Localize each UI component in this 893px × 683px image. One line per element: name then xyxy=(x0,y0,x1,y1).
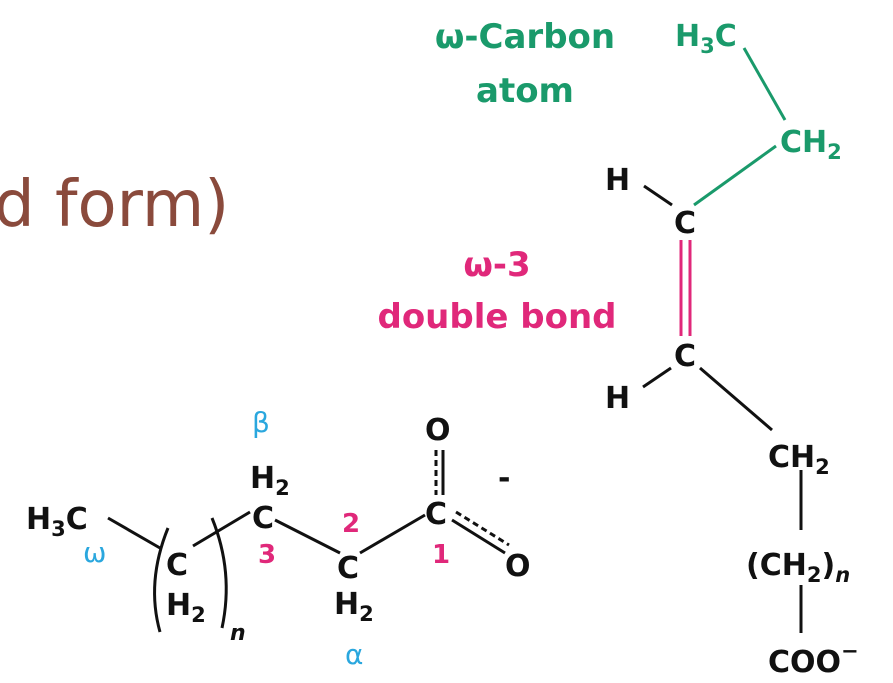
h-bottom: H xyxy=(605,381,630,416)
repeat-carbon: C xyxy=(166,548,188,583)
double-bond-label-line2: double bond xyxy=(377,297,616,337)
carbon-1: C xyxy=(425,497,447,532)
bond-c2-c1 xyxy=(359,513,426,555)
carbon-2: C xyxy=(337,551,359,586)
bond-h-top xyxy=(643,184,673,207)
bond-c-bottom-ch2 xyxy=(699,366,773,432)
oxygen-right: O xyxy=(505,549,531,584)
omega-carbon-label-line2: atom xyxy=(476,71,574,111)
c2-h2: H2 xyxy=(334,587,374,626)
methylene-group: CH2 xyxy=(780,125,842,164)
bond-methyl-repeat xyxy=(107,516,161,550)
bond-c1-o-right xyxy=(451,518,506,555)
double-bond-label-line1: ω-3 xyxy=(463,245,530,285)
repeat-h2: H2 xyxy=(166,588,206,627)
alpha-symbol: α xyxy=(345,638,363,671)
bond-c1-o-right-dashed xyxy=(455,510,510,547)
bond-repeat-c3 xyxy=(192,510,251,548)
bond-h-bottom xyxy=(642,366,672,389)
c-top: C xyxy=(674,206,696,241)
beta-symbol: β xyxy=(252,406,270,439)
carboxylate-group: COO− xyxy=(768,639,859,680)
repeat-n: n xyxy=(230,621,246,646)
omega-symbol: ω xyxy=(83,536,106,569)
carbon-2-number: 2 xyxy=(342,509,360,539)
negative-charge: - xyxy=(498,461,510,496)
c-bottom: C xyxy=(674,339,696,374)
carbon-3: C xyxy=(252,501,274,536)
c3-h2: H2 xyxy=(250,461,290,500)
methyl-group: H3C xyxy=(675,19,737,58)
h-top: H xyxy=(605,163,630,198)
carbon-1-number: 1 xyxy=(432,540,450,570)
bond-c3-c2 xyxy=(274,518,341,555)
methyl-group-left: H3C xyxy=(26,502,88,541)
ch2-group: CH2 xyxy=(768,440,830,479)
omega3-structure: ω-Carbon atom ω-3 double bond H3C CH2 H … xyxy=(377,17,858,680)
repeat-paren-right xyxy=(210,517,228,629)
omega-carbon-label-line1: ω-Carbon xyxy=(435,17,615,57)
fatty-acid-structure: H3C ω C H2 n β H2 C 3 2 C H2 α O C 1 O - xyxy=(26,406,531,671)
heading-fragment: d form) xyxy=(0,168,229,242)
carbon-3-number: 3 xyxy=(258,540,276,570)
repeat-paren-left xyxy=(153,527,170,633)
bond-methyl-methylene xyxy=(742,47,787,121)
repeat-unit: (CH2)n xyxy=(746,548,850,587)
bond-methylene-c-top xyxy=(693,144,777,207)
oxygen-top: O xyxy=(425,413,451,448)
